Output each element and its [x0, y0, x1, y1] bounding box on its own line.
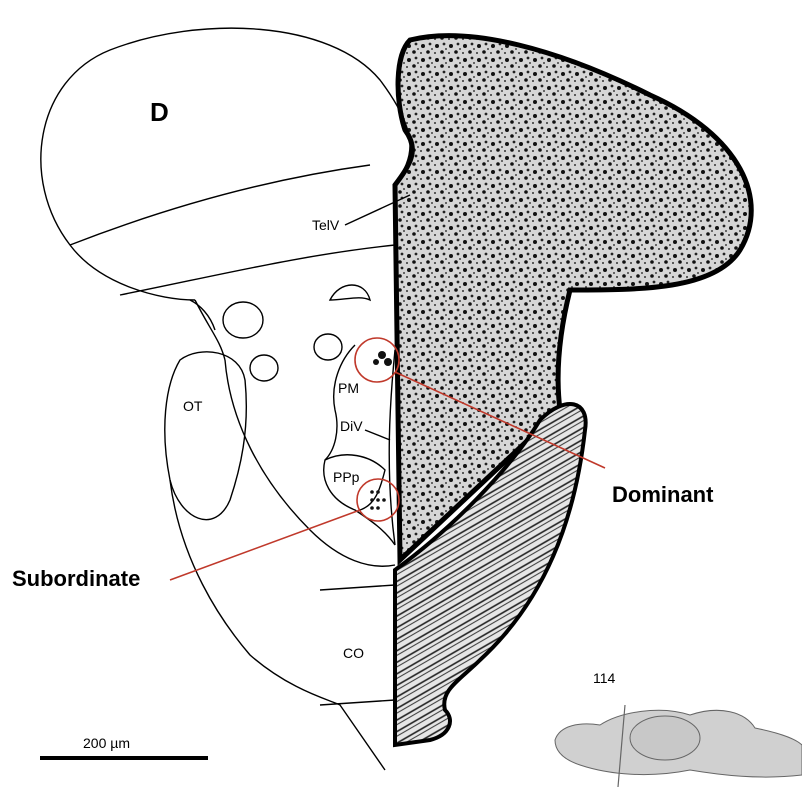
telencephalon-divider-2: [120, 245, 395, 295]
brain-thumbnail: [555, 705, 802, 787]
ventral-outline: [195, 300, 225, 360]
region-label-telv: TelV: [312, 217, 339, 233]
callout-label-dominant: Dominant: [612, 482, 713, 508]
region-label-div: DiV: [340, 418, 363, 434]
subordinate-line: [170, 510, 360, 580]
nucleus-circle-3: [314, 334, 342, 360]
div-pointer-line: [365, 430, 390, 440]
section-number: 114: [593, 670, 615, 686]
co-boundary-top: [320, 585, 395, 590]
region-label-ot: OT: [183, 398, 202, 414]
callout-label-subordinate: Subordinate: [12, 566, 140, 592]
nucleus-circle-1: [223, 302, 263, 338]
nucleus-crescent: [330, 285, 370, 300]
pm-div-outline: [324, 345, 395, 545]
outer-ventral-outline: [170, 480, 385, 770]
nucleus-circle-2: [250, 355, 278, 381]
dorsal-region-outline: [41, 28, 410, 300]
scale-bar-label: 200 µm: [83, 735, 130, 751]
histology-half: [395, 36, 751, 745]
region-label-ppp: PPp: [333, 469, 359, 485]
region-label-d: D: [150, 97, 169, 128]
telencephalon-divider-1: [70, 165, 370, 245]
ot-outline: [165, 352, 247, 520]
diencephalon-outline: [225, 360, 395, 566]
region-label-pm: PM: [338, 380, 359, 396]
region-label-co: CO: [343, 645, 364, 661]
neuron-markers: [370, 351, 392, 510]
